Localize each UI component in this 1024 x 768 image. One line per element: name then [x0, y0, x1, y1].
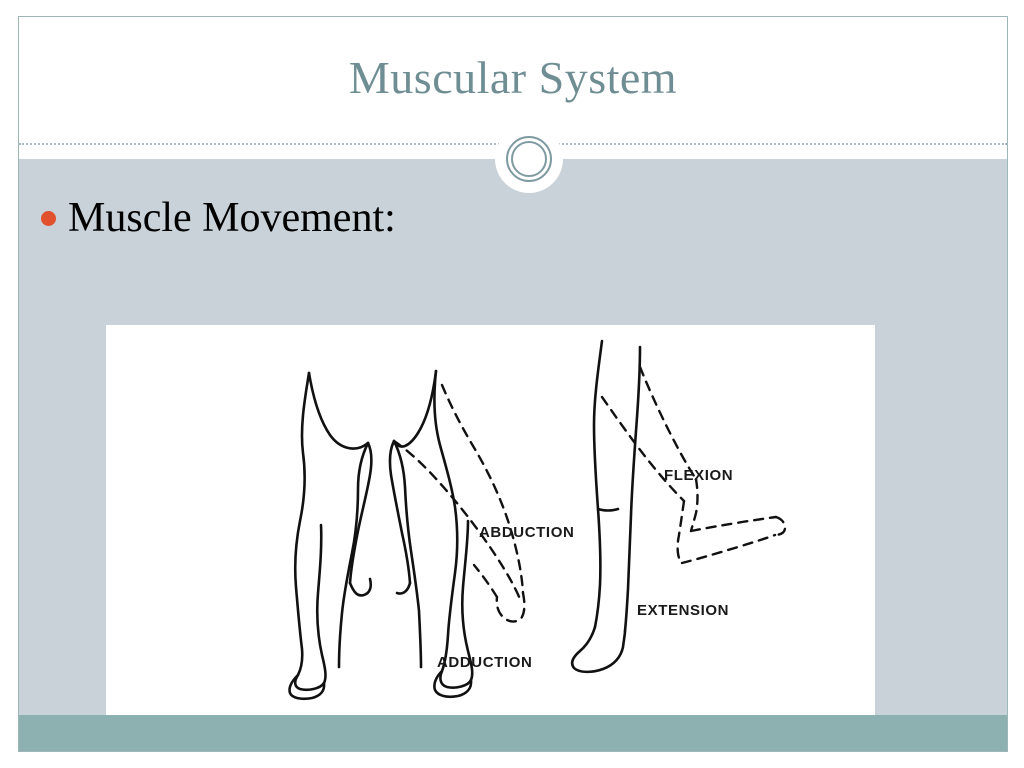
title-zone: Muscular System — [19, 17, 1007, 143]
label-extension: EXTENSION — [637, 602, 729, 619]
double-circle-ornament-icon — [495, 125, 563, 193]
page-title: Muscular System — [348, 52, 678, 103]
flexion-extension-figure — [570, 339, 642, 674]
figure-panel: ABDUCTION ADDUCTION — [106, 325, 875, 715]
footer-band — [19, 715, 1007, 751]
ornament-outer-ring — [506, 136, 552, 182]
bullet-text: Muscle Movement: — [68, 195, 396, 241]
label-adduction: ADDUCTION — [437, 654, 532, 671]
list-item: Muscle Movement: — [41, 197, 396, 239]
slide: Muscular System Muscle Movement: — [18, 16, 1008, 752]
label-flexion: FLEXION — [664, 467, 733, 484]
label-abduction: ABDUCTION — [479, 524, 574, 541]
abducted-leg-dashed — [392, 383, 526, 623]
ornament-inner-ring — [511, 141, 547, 177]
flexed-leg-dashed — [600, 365, 787, 565]
slide-body: Muscle Movement: — [19, 159, 1007, 715]
bullet-dot-icon — [41, 210, 56, 226]
muscle-movement-diagram: ABDUCTION ADDUCTION — [106, 325, 875, 715]
